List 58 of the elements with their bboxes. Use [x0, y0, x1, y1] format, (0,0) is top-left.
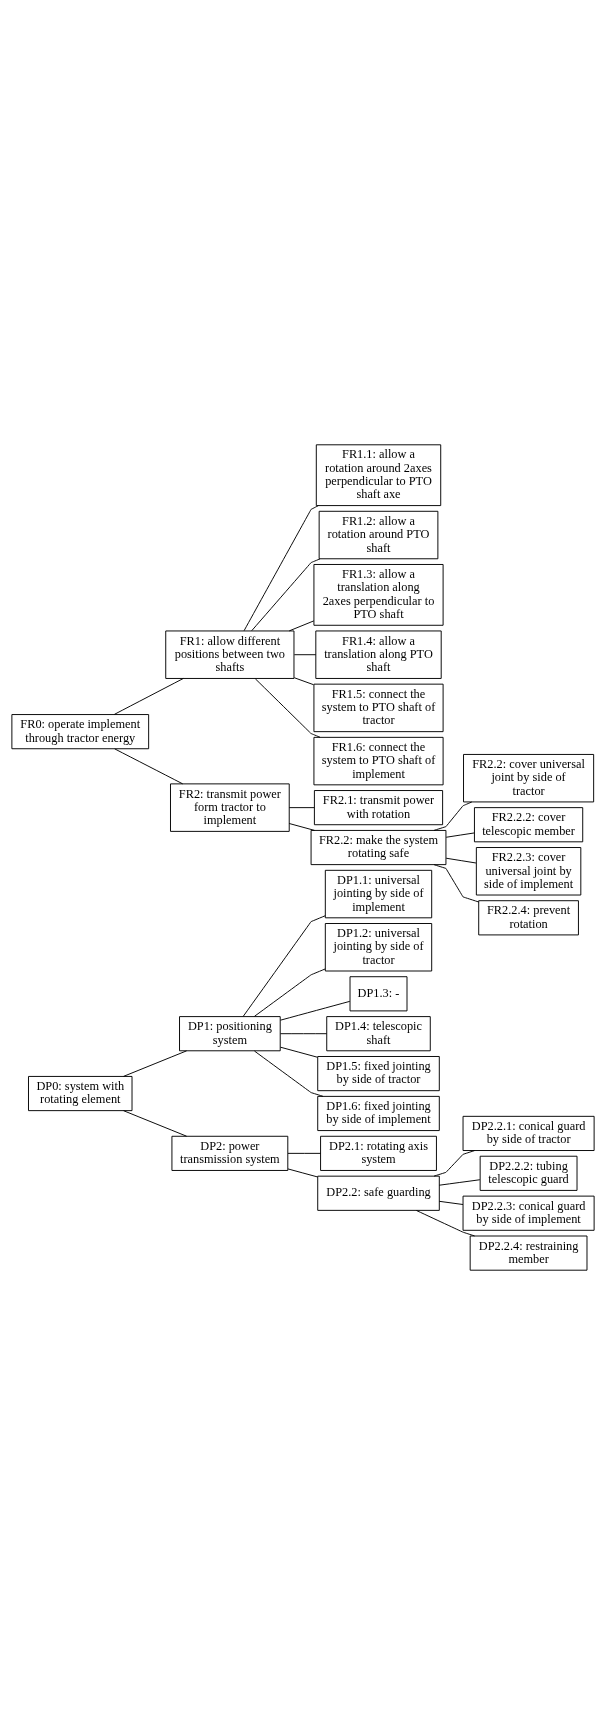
node-box: DP1.6: fixed jointing by side of implement: [317, 1095, 440, 1132]
node-box: DP2.2.2: tubing telescopic guard: [479, 1155, 578, 1191]
connector: [243, 505, 319, 632]
node-box: FR2.2: cover universal joint by side of tractor: [463, 753, 595, 803]
node-box: DP1.2: universal jointing by side of tractor: [324, 923, 433, 972]
connector: [288, 807, 315, 809]
node-box: DP0: system with rotating element: [28, 1075, 133, 1112]
connector: [438, 1179, 481, 1186]
connector: [445, 857, 477, 864]
connector: [438, 1200, 464, 1205]
connector: [254, 1050, 324, 1097]
node-box: FR2.2.4: prevent rotation: [478, 900, 579, 936]
node-box: DP2.2.1: conical guard by side of tractor: [462, 1115, 595, 1151]
connector: [433, 801, 473, 831]
connector: [280, 1046, 318, 1058]
connector: [433, 864, 480, 903]
connector: [445, 832, 475, 838]
connector: [293, 654, 317, 656]
node-box: FR1.3: allow a translation along 2axes perpendicular to PTO shaft: [313, 564, 444, 626]
node-box: DP2.2.4: restraining member: [469, 1235, 588, 1271]
node-box: DP1: positioning system: [179, 1016, 281, 1052]
connector: [254, 678, 321, 738]
connector: [251, 558, 321, 632]
node-box: DP1.5: fixed jointing by side of tractor: [317, 1056, 440, 1092]
connector: [114, 748, 184, 785]
connector: [254, 968, 326, 1017]
connector: [123, 1110, 188, 1137]
connector: [288, 620, 315, 632]
node-box: FR1: allow different positions between two shafts: [165, 630, 295, 679]
node-box: DP1.4: telescopic shaft: [326, 1016, 431, 1052]
node-box: DP1.1: universal jointing by side of implement: [324, 869, 433, 919]
connector: [293, 677, 314, 686]
node-box: DP2.2.3: conical guard by side of implement: [462, 1195, 595, 1231]
node-box: DP1.3: -: [349, 976, 408, 1012]
node-box: FR0: operate implement through tractor energy: [11, 714, 150, 750]
node-box: FR1.1: allow a rotation around 2axes perpendicular to PTO shaft axe: [315, 444, 442, 507]
connector: [433, 1150, 476, 1177]
connector: [242, 915, 326, 1017]
node-box: DP2.2: safe guarding: [317, 1175, 440, 1211]
node-box: FR2.1: transmit power with rotation: [313, 790, 444, 826]
node-box: FR2.2.2: cover telescopic member: [473, 807, 584, 843]
node-box: FR1.2: allow a rotation around PTO shaft: [318, 510, 439, 560]
connector: [280, 1033, 328, 1035]
connector: [415, 1210, 476, 1237]
node-box: FR2.2.3: cover universal joint by side of implement: [475, 847, 582, 896]
node-box: FR1.6: connect the system to PTO shaft of implement: [313, 736, 444, 786]
connector: [287, 1152, 322, 1154]
node-box: FR2: transmit power form tractor to implement: [170, 783, 290, 832]
connector: [123, 1050, 188, 1077]
node-box: FR1.4: allow a translation along PTO shaft: [315, 630, 442, 679]
connector: [288, 823, 315, 831]
node-box: DP2.1: rotating axis system: [320, 1135, 437, 1171]
connector: [280, 1000, 351, 1021]
node-box: DP2: power transmission system: [171, 1135, 289, 1171]
node-box: FR1.5: connect the system to PTO shaft of tractor: [313, 683, 444, 733]
connector: [113, 678, 184, 715]
node-box: FR2.2: make the system rotating safe: [310, 829, 447, 866]
connector: [287, 1168, 319, 1178]
